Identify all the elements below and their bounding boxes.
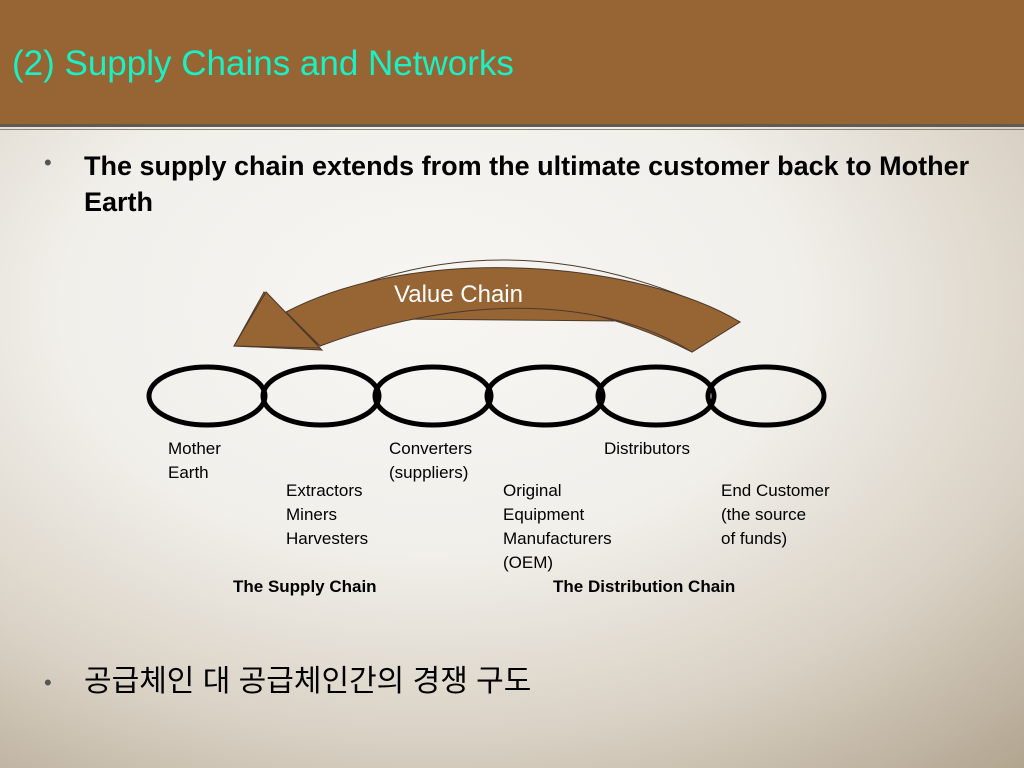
chain-link	[705, 364, 827, 428]
supply-chain-title: The Supply Chain	[233, 577, 377, 596]
label-oem: Original Equipment Manufacturers (OEM)	[503, 481, 612, 572]
value-chain-label: Value Chain	[394, 281, 523, 308]
chain-link	[595, 364, 717, 428]
title-divider-thin	[0, 129, 1024, 130]
chain-link	[146, 364, 268, 428]
label-converters: Converters (suppliers)	[389, 439, 473, 482]
value-chain-arrow-head	[233, 291, 322, 349]
chain-links	[146, 364, 827, 428]
bullet-competition: 공급체인 대 공급체인간의 경쟁 구도	[84, 665, 532, 698]
chain-link	[260, 364, 382, 428]
chain-link	[372, 364, 494, 428]
label-mother-earth: Mother Earth	[168, 439, 221, 482]
bullet-marker: •	[44, 150, 52, 175]
title-divider	[0, 124, 1024, 127]
label-extractors: Extractors Miners Harvesters	[286, 481, 369, 548]
label-end-customer: End Customer (the source of funds)	[721, 481, 830, 548]
bullet-supply-chain: The supply chain extends from the ultima…	[84, 151, 970, 217]
value-chain-arrow-body	[285, 267, 741, 353]
bullet-marker: •	[44, 670, 52, 695]
chain-link	[484, 364, 606, 428]
slide-title: (2) Supply Chains and Networks	[12, 44, 514, 83]
distribution-chain-title: The Distribution Chain	[553, 577, 736, 596]
label-distributors: Distributors	[604, 439, 690, 458]
title-bar: (2) Supply Chains and Networks	[0, 0, 1024, 124]
